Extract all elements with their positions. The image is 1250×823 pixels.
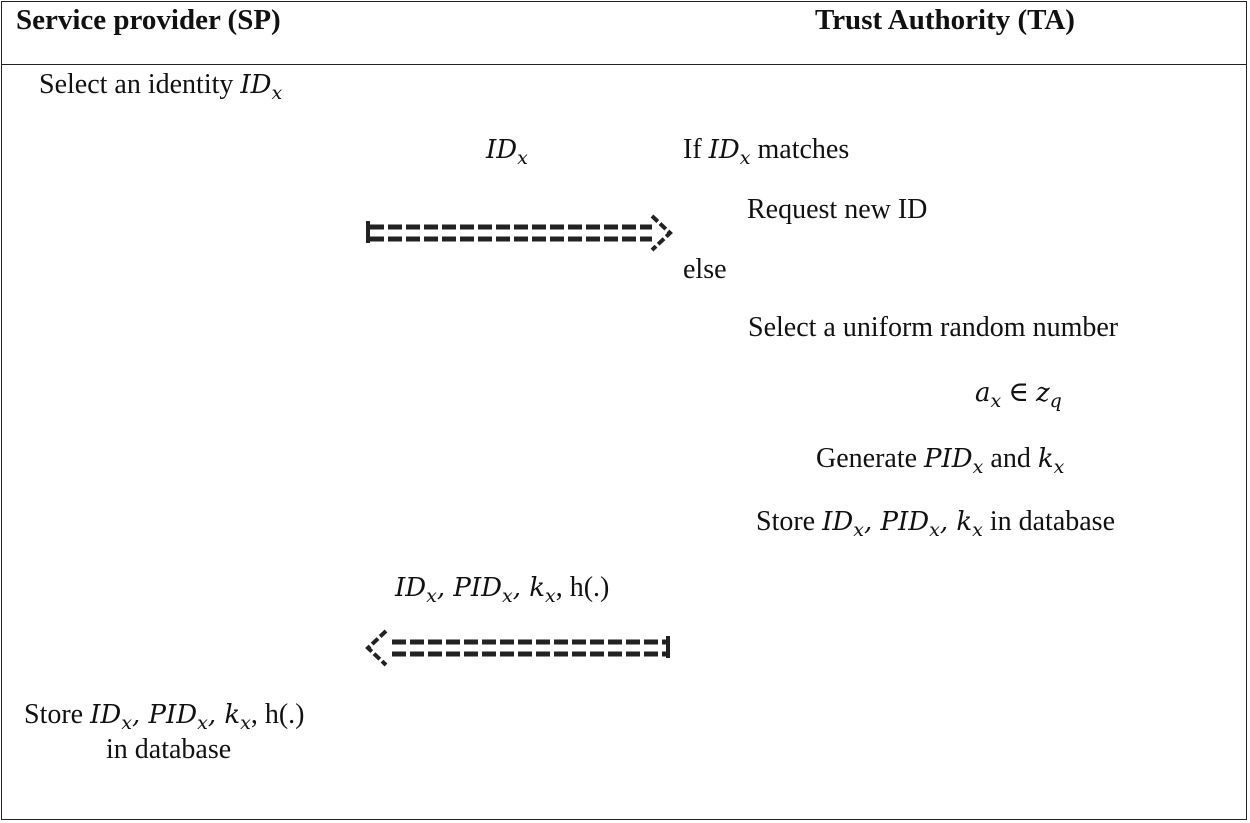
response-arrow — [365, 629, 670, 667]
ta-generate: Generate PIDx and kx — [816, 443, 1065, 478]
ta-else: else — [683, 254, 727, 285]
request-arrow — [366, 214, 673, 252]
request-message-label: IDx — [486, 135, 528, 169]
sp-select-identity: Select an identity IDx — [39, 69, 283, 104]
ta-random-membership: ax ∈ zq — [975, 377, 1062, 412]
sp-store-line2: in database — [106, 734, 232, 765]
sp-column-header: Service provider (SP) — [16, 4, 281, 36]
ta-store: Store IDx, PIDx, kx in database — [756, 506, 1116, 541]
sp-store-line1: Store IDx, PIDx, kx, h(.) — [24, 699, 305, 734]
ta-select-random: Select a uniform random number — [748, 312, 1119, 343]
header-divider — [1, 64, 1247, 65]
ta-column-header: Trust Authority (TA) — [815, 4, 1075, 36]
ta-request-new-id: Request new ID — [747, 194, 928, 225]
ta-if-matches: If IDx matches — [683, 134, 850, 169]
response-message-label: IDx, PIDx, kx, h(.) — [395, 572, 610, 607]
